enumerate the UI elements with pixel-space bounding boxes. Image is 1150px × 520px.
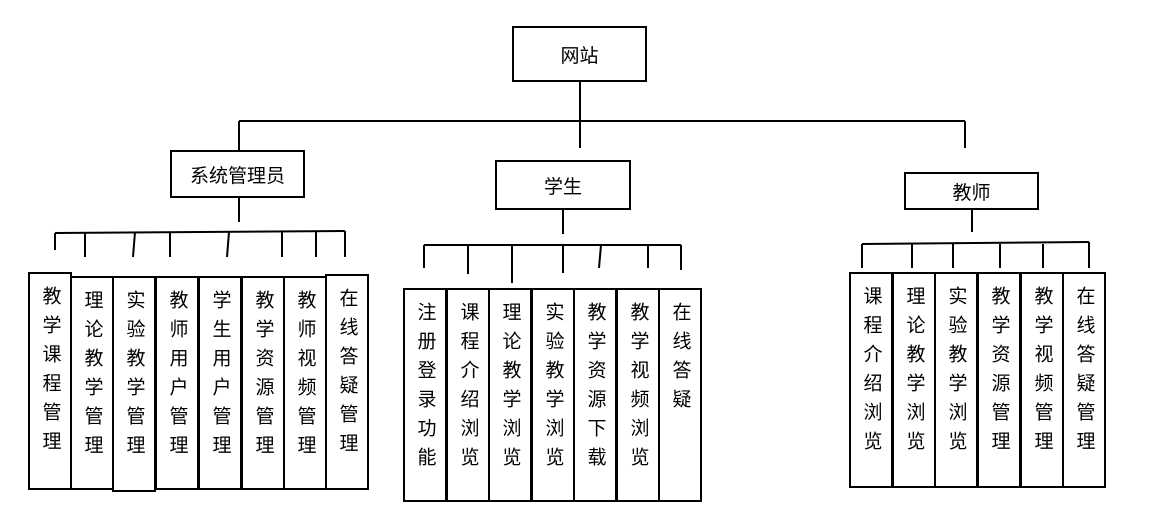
function-label: 教学资源下载: [584, 302, 607, 476]
function-box: 在线答疑: [658, 288, 702, 502]
function-box: 教学资源管理: [241, 276, 285, 490]
function-box: 实验教学浏览: [531, 288, 575, 502]
function-box: 注册登录功能: [403, 288, 447, 502]
function-label: 教师视频管理: [294, 290, 317, 464]
function-label: 教学视频管理: [1031, 286, 1054, 460]
function-box: 教学资源管理: [977, 272, 1021, 488]
function-label: 理论教学浏览: [499, 302, 522, 476]
function-box: 在线答疑管理: [325, 274, 369, 490]
function-box: 教学视频浏览: [616, 288, 660, 502]
function-label: 在线答疑管理: [1073, 286, 1096, 460]
role-node-teacher: 教师: [904, 172, 1039, 210]
function-label: 教学资源管理: [988, 286, 1011, 460]
function-label: 教学资源管理: [252, 290, 275, 464]
function-label: 实验教学管理: [123, 290, 146, 464]
root-label: 网站: [560, 44, 599, 67]
role-label-admin: 系统管理员: [189, 164, 285, 187]
function-box: 教学视频管理: [1020, 272, 1064, 488]
function-box: 在线答疑管理: [1062, 272, 1106, 488]
function-label: 理论教学管理: [81, 290, 104, 464]
root-node: 网站: [512, 26, 647, 82]
function-box: 实验教学浏览: [934, 272, 978, 488]
function-label: 在线答疑: [669, 302, 692, 418]
function-box: 课程介绍浏览: [849, 272, 893, 488]
function-box: 课程介绍浏览: [446, 288, 490, 502]
role-label-student: 学生: [543, 175, 582, 198]
function-box: 理论教学管理: [70, 276, 114, 490]
function-box: 教学课程管理: [28, 272, 72, 490]
function-box: 教学资源下载: [573, 288, 617, 502]
function-label: 课程介绍浏览: [457, 302, 480, 476]
function-label: 实验教学浏览: [945, 286, 968, 460]
function-box: 理论教学浏览: [488, 288, 532, 502]
function-box: 实验教学管理: [112, 276, 156, 492]
function-label: 教学视频浏览: [627, 302, 650, 476]
function-box: 理论教学浏览: [892, 272, 936, 488]
function-label: 注册登录功能: [414, 302, 437, 476]
function-label: 学生用户管理: [209, 290, 232, 464]
function-label: 教学课程管理: [39, 286, 62, 460]
role-node-student: 学生: [495, 160, 631, 210]
function-label: 在线答疑管理: [336, 288, 359, 462]
function-box: 教师视频管理: [283, 276, 327, 490]
role-node-admin: 系统管理员: [170, 150, 305, 198]
role-label-teacher: 教师: [952, 181, 991, 204]
function-label: 实验教学浏览: [542, 302, 565, 476]
function-box: 学生用户管理: [198, 276, 242, 490]
function-label: 理论教学浏览: [903, 286, 926, 460]
function-label: 课程介绍浏览: [860, 286, 883, 460]
function-label: 教师用户管理: [166, 290, 189, 464]
function-box: 教师用户管理: [155, 276, 199, 490]
